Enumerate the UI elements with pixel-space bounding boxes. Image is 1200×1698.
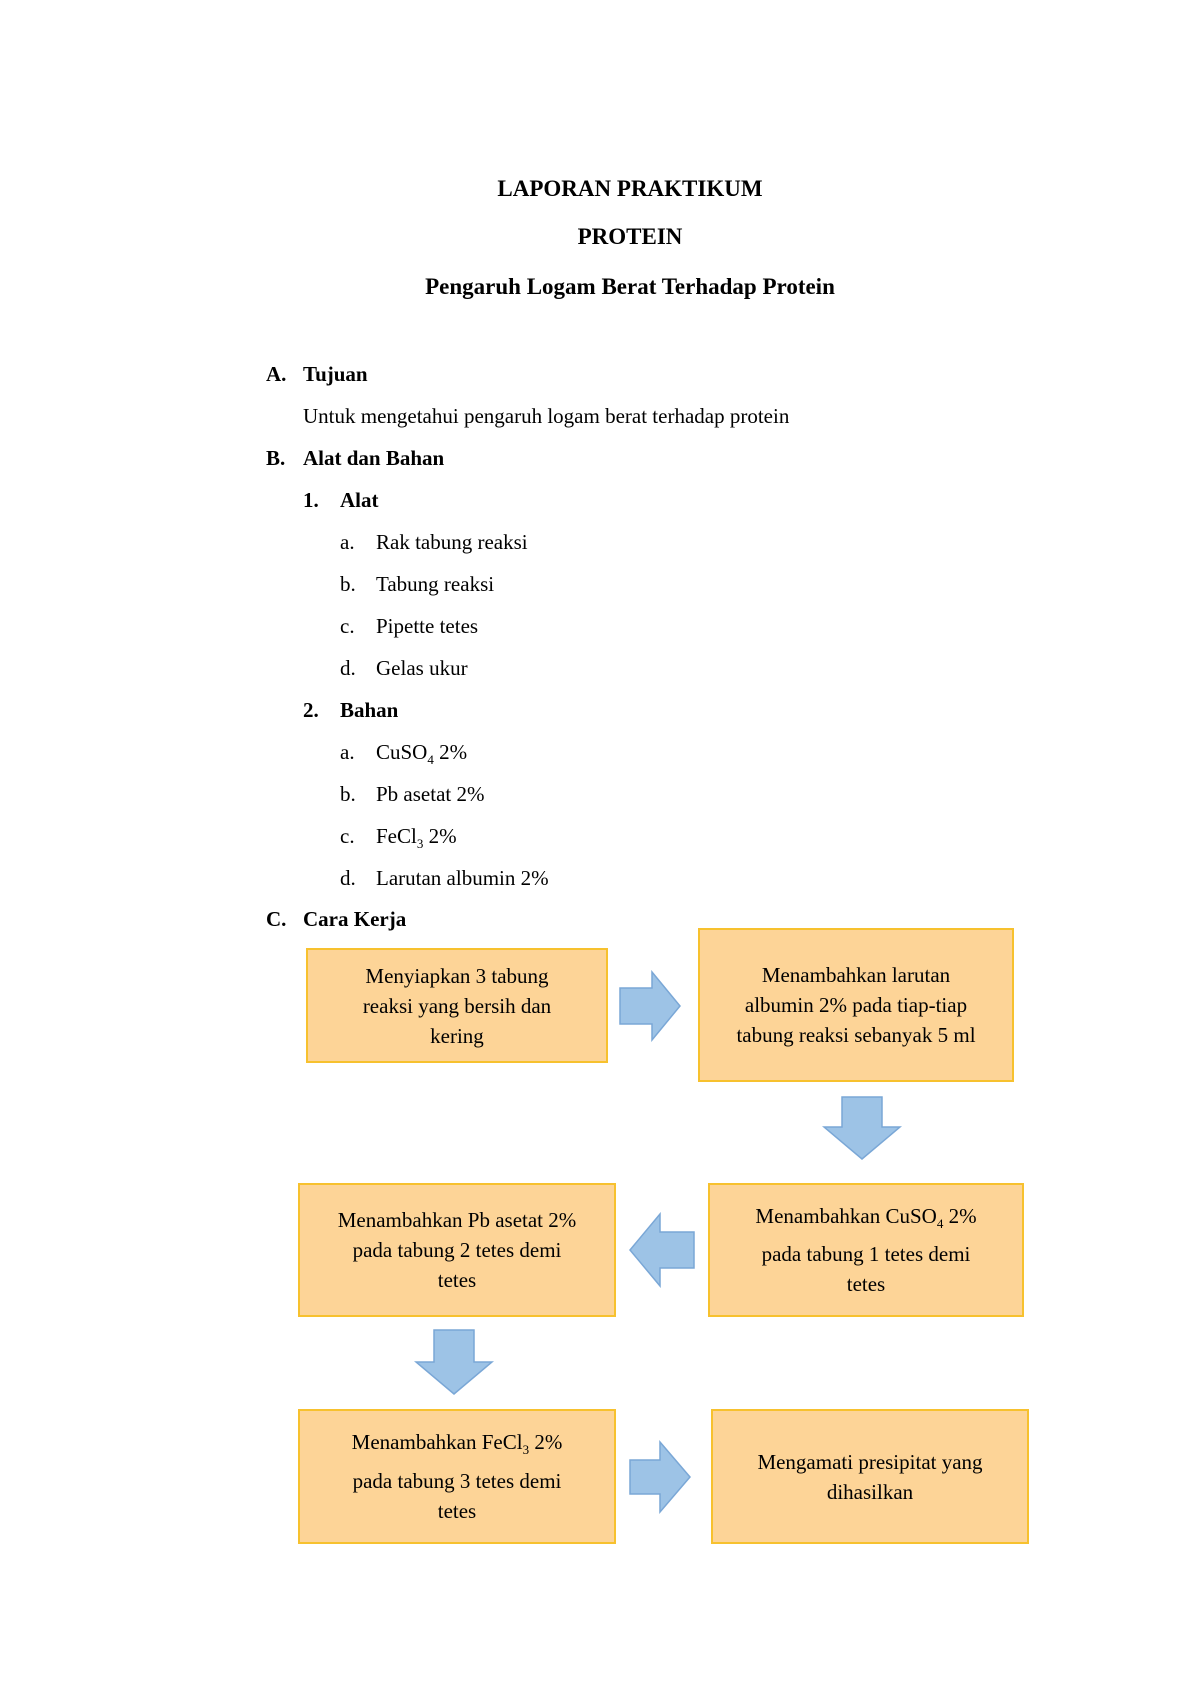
- bahan-item-text: Larutan albumin 2%: [376, 866, 549, 890]
- flow-step-line: Mengamati presipitat yang: [757, 1449, 983, 1474]
- flow-step-line: Menambahkan Pb asetat 2%: [337, 1208, 577, 1232]
- alat-item-marker: d.: [340, 656, 356, 680]
- flow-step-line: pada tabung 3 tetes demi: [352, 1468, 562, 1493]
- section-a-heading: Tujuan: [303, 362, 368, 386]
- section-b-marker: B.: [266, 446, 286, 470]
- arrow-right-icon: [629, 1440, 691, 1514]
- flow-step-4: Menambahkan Pb asetat 2% pada tabung 2 t…: [298, 1183, 616, 1317]
- flow-step-line: tetes: [437, 1268, 477, 1292]
- alat-item-marker: b.: [340, 572, 356, 596]
- flow-step-3: Menambahkan CuSO4 2% pada tabung 1 tetes…: [708, 1183, 1024, 1317]
- subsection-alat-marker: 1.: [303, 488, 319, 512]
- bahan-item-text: FeCl3 2%: [376, 824, 457, 852]
- flow-step-line: kering: [430, 1023, 484, 1048]
- arrow-down-icon: [822, 1096, 902, 1160]
- section-b-heading: Alat dan Bahan: [303, 446, 445, 470]
- alat-item-text: Pipette tetes: [376, 614, 479, 638]
- flow-step-line: Menambahkan FeCl3 2%: [351, 1430, 563, 1458]
- flow-step-line: Menambahkan CuSO4 2%: [755, 1203, 977, 1232]
- bahan-item-marker: a.: [340, 740, 355, 764]
- flow-step-line: albumin 2% pada tiap-tiap: [744, 993, 968, 1017]
- section-c-heading: Cara Kerja: [303, 907, 407, 931]
- arrow-right-icon: [619, 970, 681, 1042]
- flow-step-2: Menambahkan larutan albumin 2% pada tiap…: [698, 928, 1014, 1082]
- flow-step-line: Menyiapkan 3 tabung: [365, 963, 549, 988]
- flow-step-line: dihasilkan: [826, 1479, 914, 1504]
- alat-item-marker: c.: [340, 614, 355, 638]
- bahan-item-text: Pb asetat 2%: [376, 782, 485, 806]
- section-c-marker: C.: [266, 907, 287, 931]
- section-a-text: Untuk mengetahui pengaruh logam berat te…: [303, 404, 790, 428]
- alat-item-text: Gelas ukur: [376, 656, 468, 680]
- arrow-down-icon: [414, 1329, 494, 1395]
- flow-step-line: tabung reaksi sebanyak 5 ml: [736, 1023, 976, 1047]
- flow-step-line: tetes: [437, 1498, 477, 1523]
- bahan-item-marker: c.: [340, 824, 355, 848]
- flow-step-line: pada tabung 1 tetes demi: [761, 1242, 971, 1267]
- report-subtitle: Pengaruh Logam Berat Terhadap Protein: [425, 274, 835, 299]
- bahan-item-text: CuSO4 2%: [376, 740, 468, 768]
- flow-step-line: tetes: [846, 1272, 886, 1297]
- subsection-alat-heading: Alat: [340, 488, 379, 512]
- report-title: LAPORAN PRAKTIKUM: [497, 176, 763, 201]
- alat-item-text: Rak tabung reaksi: [376, 530, 528, 554]
- alat-item-text: Tabung reaksi: [376, 572, 495, 596]
- bahan-item-marker: d.: [340, 866, 356, 890]
- flow-step-6: Mengamati presipitat yang dihasilkan: [711, 1409, 1029, 1544]
- flow-step-line: reaksi yang bersih dan: [362, 993, 552, 1018]
- subsection-bahan-heading: Bahan: [340, 698, 399, 722]
- arrow-left-icon: [629, 1212, 695, 1288]
- flow-step-line: Menambahkan larutan: [761, 963, 951, 987]
- section-a-marker: A.: [266, 362, 287, 386]
- flow-step-5: Menambahkan FeCl3 2% pada tabung 3 tetes…: [298, 1409, 616, 1544]
- bahan-item-marker: b.: [340, 782, 356, 806]
- subsection-bahan-marker: 2.: [303, 698, 319, 722]
- flow-step-line: pada tabung 2 tetes demi: [352, 1238, 562, 1262]
- alat-item-marker: a.: [340, 530, 355, 554]
- report-subject: PROTEIN: [577, 224, 683, 249]
- flow-step-1: Menyiapkan 3 tabung reaksi yang bersih d…: [306, 948, 608, 1063]
